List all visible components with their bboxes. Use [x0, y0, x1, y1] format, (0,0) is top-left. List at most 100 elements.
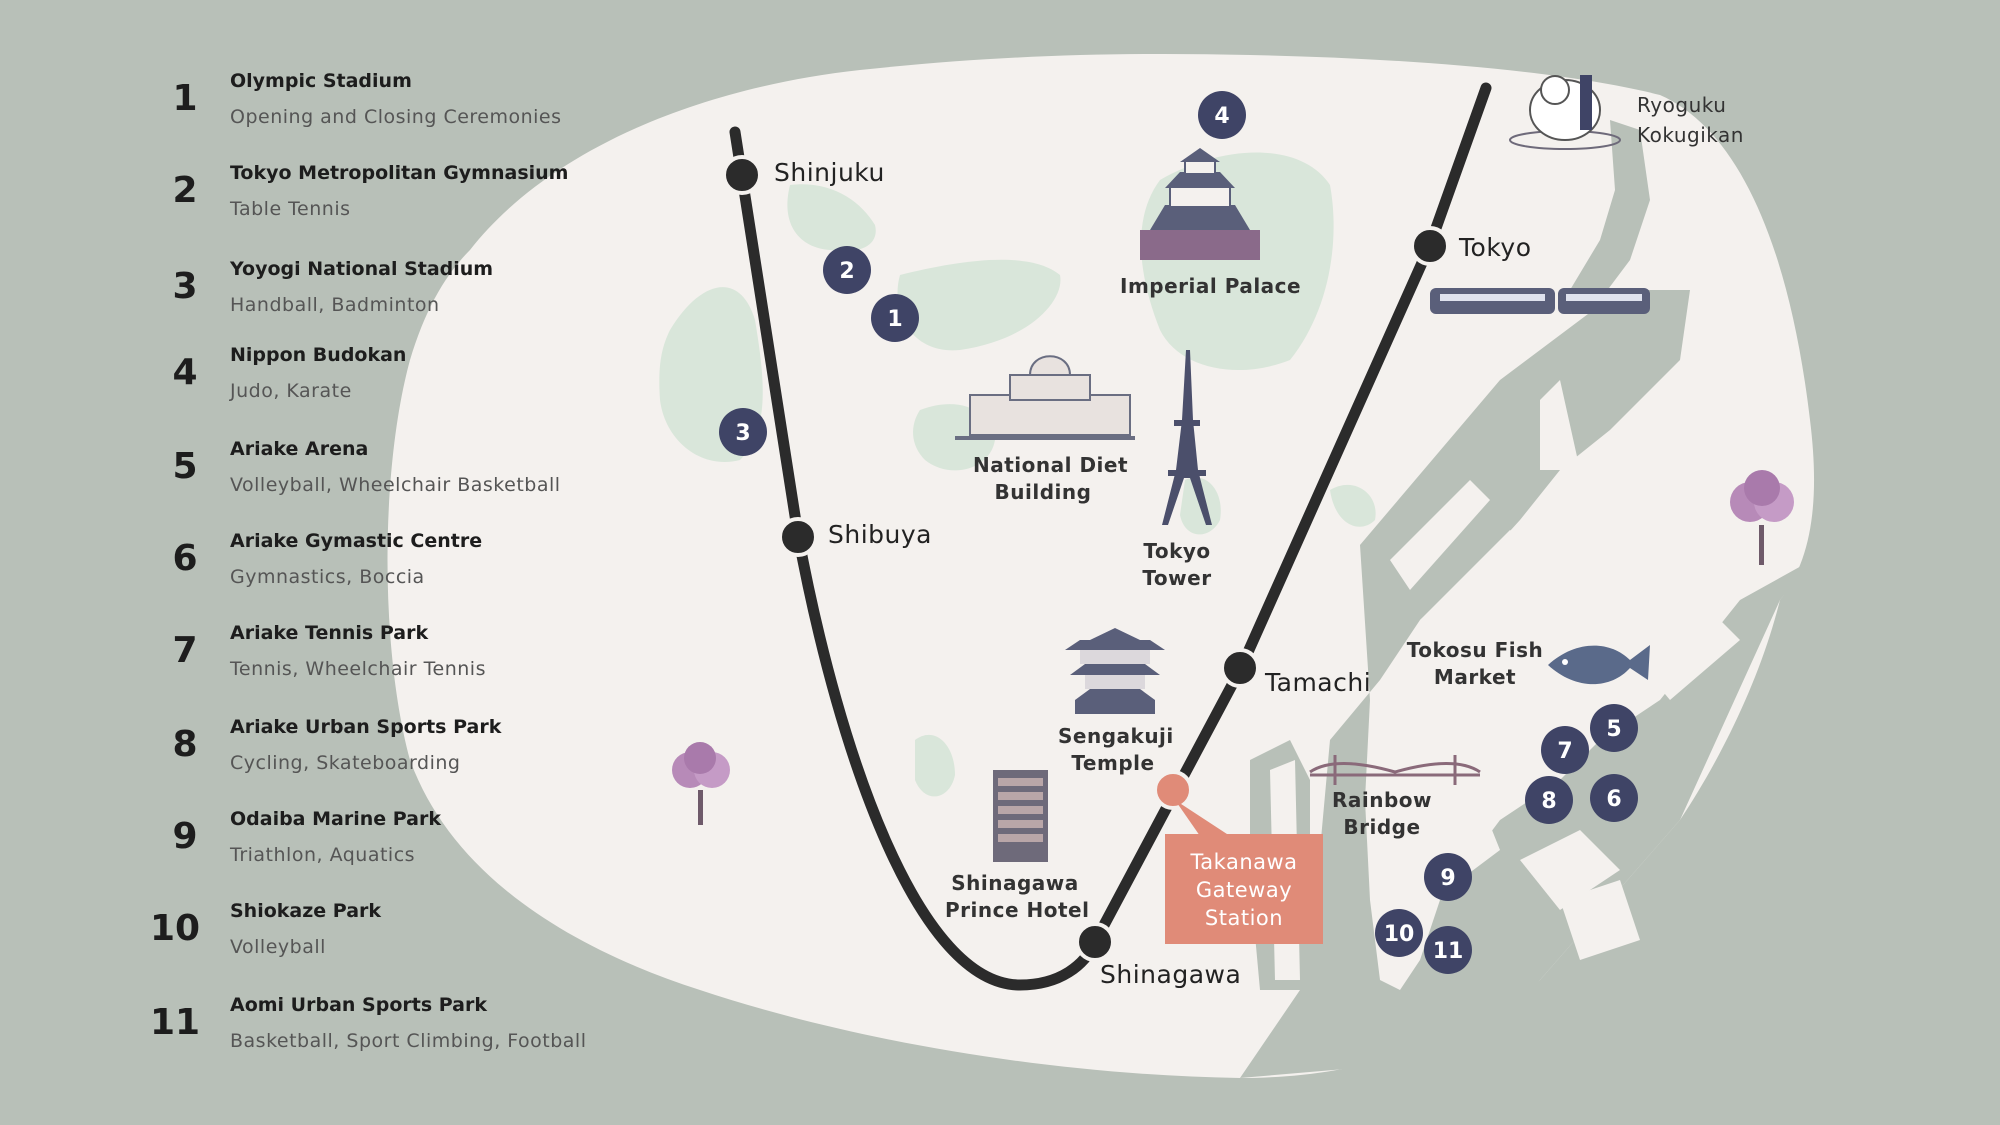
legend-venue-sports: Gymnastics, Boccia	[230, 566, 425, 588]
venue-marker-label: 1	[887, 307, 902, 332]
landmark-line: Market	[1433, 665, 1517, 689]
landmark-line: Sengakuji	[1058, 724, 1174, 748]
station-label-shibuya[interactable]: Shibuya	[828, 520, 932, 549]
legend-entry: 11 Aomi Urban Sports Park Basketball, Sp…	[0, 994, 640, 1074]
landmark-line: Tokosu Fish	[1406, 638, 1544, 662]
legend-venue-sports: Handball, Badminton	[230, 294, 440, 316]
tamachi-station-dot[interactable]	[1220, 648, 1260, 688]
station-label-tokyo[interactable]: Tokyo	[1459, 233, 1532, 262]
legend-venue-sports: Volleyball	[230, 936, 326, 958]
venue-marker-4[interactable]: 4	[1198, 91, 1246, 139]
landmark-fish-market: Tokosu Fish Market	[1405, 637, 1545, 691]
venue-marker-label: 5	[1606, 717, 1621, 742]
landmark-line: Shinagawa	[951, 871, 1079, 895]
legend-number: 6	[172, 538, 198, 579]
legend-venue-name: Ariake Gymastic Centre	[230, 530, 483, 552]
legend-number: 2	[172, 170, 198, 211]
venue-marker-3[interactable]: 3	[719, 408, 767, 456]
legend-number: 7	[172, 630, 198, 671]
landmark-line: Ryoguku	[1637, 93, 1727, 117]
train-icon	[1430, 288, 1650, 314]
shibuya-station-dot[interactable]	[778, 517, 818, 557]
legend-entry: 4 Nippon Budokan Judo, Karate	[0, 344, 640, 424]
venue-marker-8[interactable]: 8	[1525, 776, 1573, 824]
landmark-line: Imperial Palace	[1120, 274, 1302, 298]
landmark-prince-hotel: Shinagawa Prince Hotel	[945, 870, 1089, 924]
venue-marker-label: 7	[1557, 739, 1572, 764]
legend-number: 3	[172, 266, 198, 307]
venue-marker-11[interactable]: 11	[1424, 926, 1472, 974]
legend-entry: 10 Shiokaze Park Volleyball	[0, 900, 640, 980]
legend-venue-sports: Triathlon, Aquatics	[230, 844, 416, 866]
legend-venue-name: Nippon Budokan	[230, 344, 407, 366]
legend-venue-name: Odaiba Marine Park	[230, 808, 442, 830]
legend-venue-name: Tokyo Metropolitan Gymnasium	[230, 162, 569, 184]
castle-icon	[1140, 148, 1260, 260]
takanawa-line: Takanawa	[1190, 850, 1298, 874]
legend-entry: 6 Ariake Gymastic Centre Gymnastics, Boc…	[0, 530, 640, 610]
takanawa-callout-pointer	[1175, 800, 1230, 836]
venue-marker-5[interactable]: 5	[1590, 704, 1638, 752]
legend-venue-sports: Judo, Karate	[230, 380, 352, 402]
landmark-tokyo-tower: Tokyo Tower	[1132, 538, 1222, 592]
landmark-sengakuji: Sengakuji Temple	[1058, 723, 1174, 777]
landmark-rainbow-bridge: Rainbow Bridge	[1332, 787, 1432, 841]
landmark-national-diet: National Diet Building	[973, 452, 1129, 506]
venue-marker-2[interactable]: 2	[823, 246, 871, 294]
bridge-icon	[1309, 755, 1481, 785]
landmark-imperial-palace: Imperial Palace	[1120, 273, 1301, 300]
station-label-shinjuku[interactable]: Shinjuku	[774, 158, 885, 187]
legend-number: 10	[149, 908, 201, 949]
railway-west	[729, 126, 1101, 991]
fish-icon	[1548, 645, 1650, 685]
shinagawa-station-dot[interactable]	[1075, 922, 1115, 962]
venue-marker-label: 6	[1606, 787, 1621, 812]
legend-venue-sports: Tennis, Wheelchair Tennis	[230, 658, 486, 680]
diet-building-icon	[955, 355, 1135, 440]
legend-venue-name: Ariake Arena	[230, 438, 369, 460]
legend-venue-name: Olympic Stadium	[230, 70, 412, 92]
pagoda-icon	[1065, 628, 1165, 714]
legend-number: 5	[172, 446, 198, 487]
venue-marker-1[interactable]: 1	[871, 294, 919, 342]
landmark-line: Rainbow	[1332, 788, 1433, 812]
legend-venue-sports: Volleyball, Wheelchair Basketball	[230, 474, 561, 496]
venue-marker-10[interactable]: 10	[1375, 909, 1423, 957]
tokyo-station-dot[interactable]	[1410, 226, 1450, 266]
venue-marker-9[interactable]: 9	[1424, 853, 1472, 901]
legend-venue-name: Shiokaze Park	[230, 900, 382, 922]
legend-venue-name: Ariake Urban Sports Park	[230, 716, 502, 738]
landmark-line: Kokugikan	[1637, 123, 1744, 147]
cherry-tree-icon	[672, 742, 730, 825]
landmark-line: Bridge	[1343, 815, 1421, 839]
venue-marker-label: 10	[1384, 922, 1415, 947]
takanawa-station-dot[interactable]	[1153, 770, 1193, 810]
legend-venue-sports: Cycling, Skateboarding	[230, 752, 461, 774]
landmark-line: Building	[994, 480, 1092, 504]
venue-marker-7[interactable]: 7	[1541, 726, 1589, 774]
legend-venue-sports: Basketball, Sport Climbing, Football	[230, 1030, 587, 1052]
takanawa-line: Gateway	[1195, 878, 1293, 902]
legend-venue-sports: Opening and Closing Ceremonies	[230, 106, 562, 128]
legend-number: 8	[172, 724, 198, 765]
station-label-shinagawa[interactable]: Shinagawa	[1100, 960, 1242, 989]
legend-entry: 1 Olympic Stadium Opening and Closing Ce…	[0, 70, 640, 150]
legend-number: 11	[149, 1002, 201, 1043]
legend-venue-name: Aomi Urban Sports Park	[230, 994, 488, 1016]
landmark-kokugikan: Ryoguku Kokugikan	[1637, 90, 1744, 150]
takanawa-line: Station	[1204, 906, 1284, 930]
station-label-tamachi[interactable]: Tamachi	[1265, 668, 1372, 697]
legend-number: 1	[172, 78, 198, 119]
venue-marker-6[interactable]: 6	[1590, 774, 1638, 822]
legend-entry: 7 Ariake Tennis Park Tennis, Wheelchair …	[0, 622, 640, 702]
landmark-line: National Diet	[973, 453, 1129, 477]
legend-venue-name: Ariake Tennis Park	[230, 622, 429, 644]
tokyo-tower-icon	[1162, 350, 1212, 525]
legend-venue-name: Yoyogi National Stadium	[230, 258, 494, 280]
venue-marker-label: 8	[1541, 789, 1556, 814]
shinjuku-station-dot[interactable]	[722, 155, 762, 195]
sumo-wrestler-icon	[1509, 75, 1621, 150]
takanawa-gateway-callout[interactable]: Takanawa Gateway Station	[1165, 834, 1323, 944]
legend-entry: 2 Tokyo Metropolitan Gymnasium Table Ten…	[0, 162, 640, 242]
venue-marker-label: 11	[1433, 939, 1464, 964]
